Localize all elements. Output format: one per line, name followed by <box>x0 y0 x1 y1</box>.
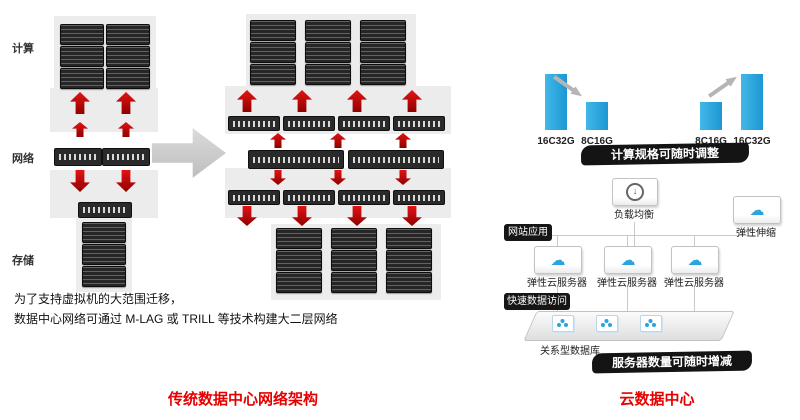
scale-up-arrow-icon <box>706 73 739 100</box>
ecs-label: 弹性云服务器 <box>527 278 587 289</box>
server-icon <box>82 244 126 265</box>
connector-line <box>627 236 628 246</box>
layer-label-compute: 计算 <box>12 43 34 55</box>
cloud-icon: ☁ <box>620 251 636 269</box>
connector-line <box>557 236 558 246</box>
traffic-up-arrow-icon <box>395 133 411 148</box>
traffic-up-arrow-icon <box>270 133 286 148</box>
load-balancer-label: 负载均衡 <box>614 210 654 221</box>
server-icon <box>250 20 296 41</box>
web-app-tag: 网站应用 <box>504 224 552 241</box>
server-icon <box>82 222 126 243</box>
server-icon <box>386 272 432 293</box>
layer-label-storage: 存储 <box>12 255 34 267</box>
bar-label: 8C16G <box>581 136 613 147</box>
server-icon <box>360 42 406 63</box>
server-icon <box>106 68 150 89</box>
bar-label: 8C16G <box>695 136 727 147</box>
server-icon <box>276 250 322 271</box>
server-icon <box>331 250 377 271</box>
cloud-icon: ☁ <box>550 251 566 269</box>
bar-label: 16C32G <box>733 136 771 147</box>
server-count-banner: 服务器数量可随时增减 <box>591 350 753 374</box>
server-icon <box>386 250 432 271</box>
server-icon <box>82 266 126 287</box>
traditional-dc-topology <box>0 0 490 300</box>
server-icon <box>276 228 322 249</box>
connector-line <box>527 235 756 236</box>
switch-icon <box>338 116 390 131</box>
switch-icon <box>228 116 280 131</box>
database-cluster-icon <box>552 315 574 332</box>
core-switch-icon <box>248 150 344 169</box>
right-caption: 云数据中心 <box>619 391 695 408</box>
note-line-1: 为了支持虚拟机的大范围迁移， <box>14 292 183 306</box>
fast-data-access-tag: 快速数据访问 <box>504 293 570 310</box>
core-switch-icon <box>348 150 444 169</box>
ecs-node: ☁ <box>671 246 719 274</box>
switch-icon <box>78 202 132 218</box>
ecs-label: 弹性云服务器 <box>664 278 724 289</box>
left-caption: 传统数据中心网络架构 <box>167 391 318 408</box>
server-icon <box>305 64 351 85</box>
traffic-up-arrow-icon <box>330 133 346 148</box>
server-icon <box>331 272 377 293</box>
auto-scaling-label: 弹性伸缩 <box>736 228 776 239</box>
ecs-node: ☁ <box>534 246 582 274</box>
bar-large-icon <box>741 74 763 130</box>
server-icon <box>106 46 150 67</box>
server-icon <box>331 228 377 249</box>
core-switch-icon <box>54 148 102 166</box>
server-icon <box>276 272 322 293</box>
server-icon <box>250 42 296 63</box>
server-icon <box>60 24 104 45</box>
compute-spec-banner: 计算规格可随时调整 <box>580 142 750 166</box>
server-icon <box>250 64 296 85</box>
server-icon <box>305 20 351 41</box>
cloud-icon: ☁ <box>749 201 765 219</box>
load-balancer-node: ↓ <box>612 178 658 206</box>
auto-scaling-node: ☁ <box>733 196 781 224</box>
connector-line <box>694 236 695 246</box>
load-balancer-icon: ↓ <box>626 183 644 201</box>
switch-icon <box>393 116 445 131</box>
connector-line <box>634 222 635 246</box>
server-icon <box>386 228 432 249</box>
switch-icon <box>393 190 445 205</box>
server-icon <box>360 20 406 41</box>
database-cluster-icon <box>596 315 618 332</box>
switch-icon <box>283 116 335 131</box>
bar-small-icon <box>586 102 608 130</box>
layer-label-network: 网络 <box>12 153 34 165</box>
database-cluster-icon <box>640 315 662 332</box>
core-switch-icon <box>102 148 150 166</box>
switch-icon <box>228 190 280 205</box>
rds-label: 关系型数据库 <box>540 346 600 357</box>
bar-small-icon <box>700 102 722 130</box>
bar-label: 16C32G <box>537 136 575 147</box>
connector-line <box>627 286 628 312</box>
cloud-icon: ☁ <box>687 251 703 269</box>
zone-band <box>50 88 158 132</box>
server-icon <box>360 64 406 85</box>
server-icon <box>60 68 104 89</box>
ecs-label: 弹性云服务器 <box>597 278 657 289</box>
server-icon <box>106 24 150 45</box>
server-icon <box>305 42 351 63</box>
connector-line <box>694 286 695 312</box>
switch-icon <box>283 190 335 205</box>
ecs-node: ☁ <box>604 246 652 274</box>
switch-icon <box>338 190 390 205</box>
bar-large-icon <box>545 74 567 130</box>
note-line-2: 数据中心网络可通过 M-LAG 或 TRILL 等技术构建大二层网络 <box>14 312 338 326</box>
server-icon <box>60 46 104 67</box>
